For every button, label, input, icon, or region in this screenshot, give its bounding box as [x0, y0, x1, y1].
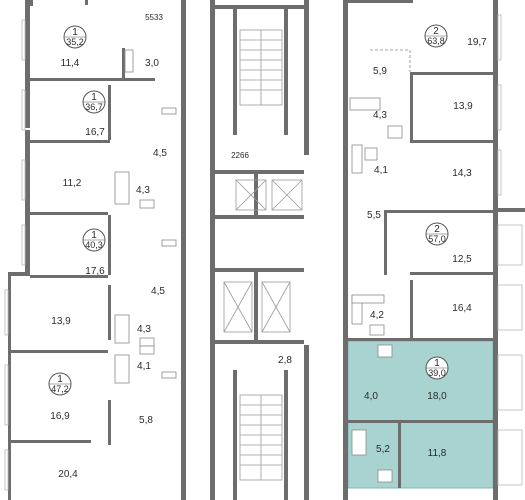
room-area: 5,8 [139, 415, 153, 426]
room-area: 20,4 [58, 469, 78, 480]
apartment-badge[interactable]: 1 35,2 [63, 25, 87, 49]
apartment-badge[interactable]: 2 57,0 [425, 222, 449, 246]
stairs-top [239, 29, 283, 106]
room-area: 3,0 [145, 58, 159, 69]
room-area: 4,3 [137, 324, 151, 335]
apartment-total-area: 47,2 [51, 384, 69, 394]
apartment-total-area: 63,8 [427, 36, 445, 46]
room-area: 16,9 [50, 411, 70, 422]
room-area: 2,8 [278, 355, 292, 366]
room-area: 11,2 [63, 178, 82, 189]
room-area: 4,1 [374, 165, 388, 176]
apartment-rooms: 1 [72, 27, 78, 38]
apartment-rooms: 1 [91, 92, 97, 103]
apartment-total-area: 57,0 [428, 234, 446, 244]
apartment-badge[interactable]: 1 40,3 [82, 228, 106, 252]
apartment-rooms: 2 [434, 224, 440, 235]
apartment-rooms: 1 [57, 374, 63, 385]
walls [8, 0, 525, 500]
room-area: 4,5 [153, 148, 167, 159]
apartment-rooms: 1 [434, 358, 440, 369]
apartment-badge[interactable]: 1 47,2 [48, 372, 72, 396]
apartment-badge[interactable]: 1 36,7 [82, 90, 106, 114]
room-area: 11,4 [61, 58, 80, 69]
room-area: 5,5 [367, 210, 381, 221]
apartment-total-area: 39,0 [428, 368, 446, 378]
room-area: 18,0 [427, 391, 447, 402]
apartment-total-area: 35,2 [66, 37, 84, 47]
dashed-partition [370, 49, 411, 72]
room-area: 16,7 [85, 127, 105, 138]
apartment-rooms: 2 [433, 26, 439, 37]
room-area: 5,2 [376, 444, 390, 455]
room-area: 16,4 [452, 303, 472, 314]
elevators-1 [235, 179, 303, 211]
room-area: 2266 [231, 151, 249, 160]
elevators-2 [223, 281, 291, 333]
stairs-bottom [239, 394, 283, 481]
apartment-total-area: 40,3 [85, 240, 103, 250]
apartment-rooms: 1 [91, 230, 97, 241]
room-area: 17,6 [85, 266, 105, 277]
room-area: 14,3 [452, 168, 472, 179]
room-area: 11,8 [428, 448, 447, 459]
room-area: 13,9 [51, 316, 71, 327]
highlighted-apartment[interactable] [347, 340, 494, 489]
apartment-total-area: 36,7 [85, 102, 103, 112]
room-area: 4,1 [137, 361, 151, 372]
room-area: 19,7 [467, 37, 487, 48]
room-area: 4,3 [136, 185, 150, 196]
fixtures [114, 49, 403, 483]
room-area: 5,9 [373, 66, 387, 77]
room-area: 4,2 [370, 310, 384, 321]
room-area: 4,0 [364, 391, 378, 402]
room-area: 5533 [145, 13, 163, 22]
room-areas: 5533 11,4 3,0 16,7 4,5 11,2 4,3 17,6 4,5… [50, 13, 487, 480]
room-area: 4,3 [373, 110, 387, 121]
room-area: 13,9 [453, 101, 473, 112]
room-area: 4,5 [151, 286, 165, 297]
windows [4, 14, 523, 491]
apartment-badge[interactable]: 2 63,8 [424, 24, 448, 48]
apartment-badge[interactable]: 1 39,0 [425, 356, 449, 380]
room-area: 12,5 [452, 254, 472, 265]
